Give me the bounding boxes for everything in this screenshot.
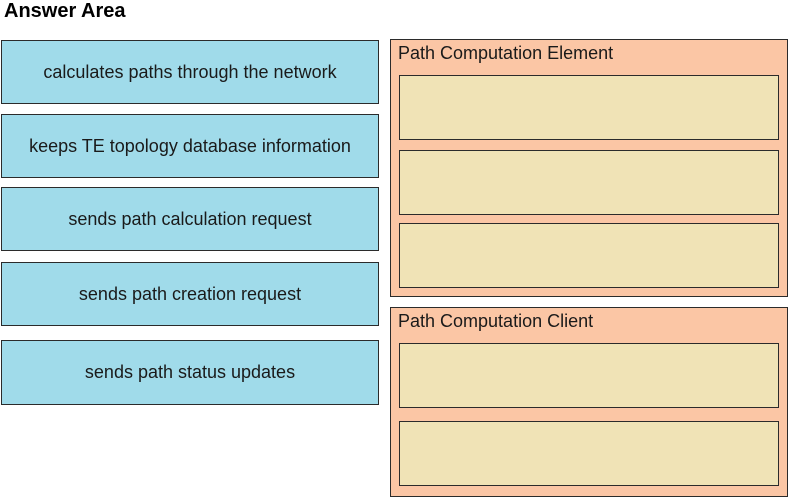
drag-item-label: sends path status updates bbox=[84, 362, 296, 382]
target-group-label: Path Computation Client bbox=[398, 311, 594, 331]
drop-slot-pce-1[interactable] bbox=[399, 75, 779, 140]
drag-item-label: sends path calculation request bbox=[68, 208, 312, 229]
drop-slot-pce-2[interactable] bbox=[399, 150, 779, 215]
drag-item-keeps-te-topology[interactable]: keeps TE topology database information bbox=[1, 114, 379, 178]
drop-slot-pce-3[interactable] bbox=[399, 223, 779, 288]
target-group-pcc: Path Computation Client bbox=[390, 307, 788, 497]
target-group-label: Path Computation Element bbox=[398, 43, 614, 63]
drag-item-sends-path-creation[interactable]: sends path creation request bbox=[1, 262, 379, 326]
drop-slot-pcc-1[interactable] bbox=[399, 343, 779, 408]
drag-item-label: calculates paths through the network bbox=[43, 61, 337, 82]
drag-item-label: sends path creation request bbox=[78, 283, 302, 304]
drag-item-calculates-paths[interactable]: calculates paths through the network bbox=[1, 40, 379, 104]
target-group-pce: Path Computation Element bbox=[390, 39, 788, 297]
drop-slot-pcc-2[interactable] bbox=[399, 421, 779, 486]
drag-item-label: keeps TE topology database information bbox=[29, 135, 351, 156]
drag-item-sends-path-calculation[interactable]: sends path calculation request bbox=[1, 187, 379, 251]
drag-item-sends-path-status[interactable]: sends path status updates bbox=[1, 340, 379, 405]
answer-area-title: Answer Area bbox=[4, 0, 126, 22]
